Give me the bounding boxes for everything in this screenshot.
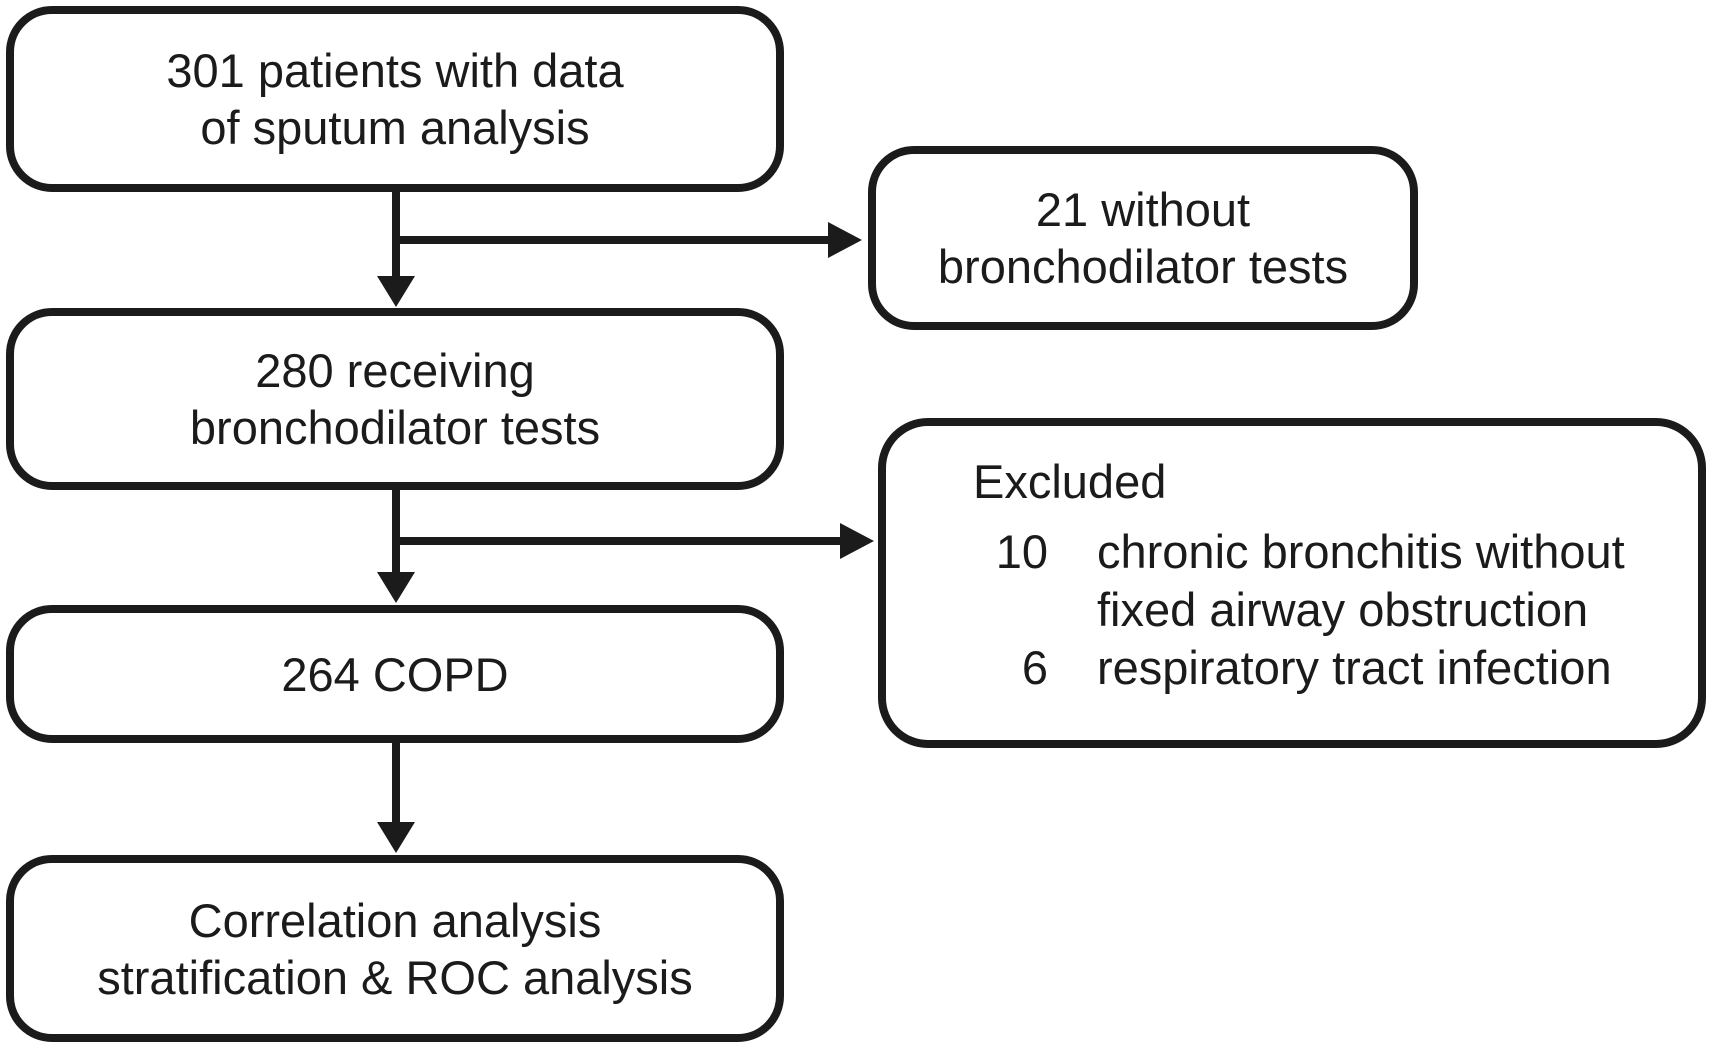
box-receiving-tests-line1: 280 receiving bbox=[255, 344, 535, 397]
connector-branch-no-bronchodilator-line bbox=[396, 236, 828, 244]
box-no-bronchodilator-line1: 21 without bbox=[1035, 183, 1251, 236]
box-excluded: Excluded 10 chronic bronchitis without f… bbox=[878, 418, 1706, 748]
excluded-item-desc-line: fixed airway obstruction bbox=[1097, 583, 1589, 636]
excluded-item-count: 6 bbox=[1021, 641, 1048, 694]
box-no-bronchodilator-line2: bronchodilator tests bbox=[937, 240, 1349, 293]
excluded-item-desc-line: respiratory tract infection bbox=[1097, 641, 1612, 694]
connector-box3-box4-line bbox=[392, 743, 400, 823]
excluded-item: 6 respiratory tract infection bbox=[886, 639, 1625, 697]
arrowhead-right-excluded bbox=[840, 523, 874, 559]
arrowhead-down-box2 bbox=[377, 276, 415, 307]
box-patients-sputum-line2: of sputum analysis bbox=[200, 101, 590, 154]
arrowhead-right-no-bronchodilator bbox=[828, 222, 862, 258]
excluded-item: 10 chronic bronchitis without fixed airw… bbox=[886, 523, 1625, 639]
arrowhead-down-box3 bbox=[377, 572, 415, 603]
box-receiving-tests-line2: bronchodilator tests bbox=[189, 401, 601, 454]
box-analysis: Correlation analysis stratification & RO… bbox=[6, 855, 784, 1042]
box-analysis-line1: Correlation analysis bbox=[188, 893, 602, 947]
box-analysis-line2: stratification & ROC analysis bbox=[97, 950, 693, 1004]
box-copd-line1: 264 COPD bbox=[281, 647, 509, 701]
excluded-item-desc-line: chronic bronchitis without bbox=[1097, 525, 1625, 578]
box-patients-sputum-line1: 301 patients with data bbox=[166, 44, 624, 97]
box-patients-sputum: 301 patients with data of sputum analysi… bbox=[6, 6, 784, 192]
excluded-item-description: respiratory tract infection bbox=[1097, 639, 1612, 697]
connector-box1-box2-line bbox=[392, 192, 400, 277]
connector-branch-excluded-line bbox=[396, 537, 840, 545]
box-excluded-title: Excluded bbox=[973, 455, 1167, 508]
box-copd: 264 COPD bbox=[6, 605, 784, 743]
connector-box2-box3-line bbox=[392, 490, 400, 573]
excluded-item-count: 10 bbox=[995, 525, 1048, 578]
excluded-item-description: chronic bronchitis without fixed airway … bbox=[1097, 523, 1625, 639]
box-excluded-items: 10 chronic bronchitis without fixed airw… bbox=[886, 523, 1625, 697]
arrowhead-down-box4 bbox=[377, 822, 415, 853]
box-receiving-tests: 280 receiving bronchodilator tests bbox=[6, 308, 784, 490]
box-no-bronchodilator: 21 without bronchodilator tests bbox=[868, 146, 1418, 330]
